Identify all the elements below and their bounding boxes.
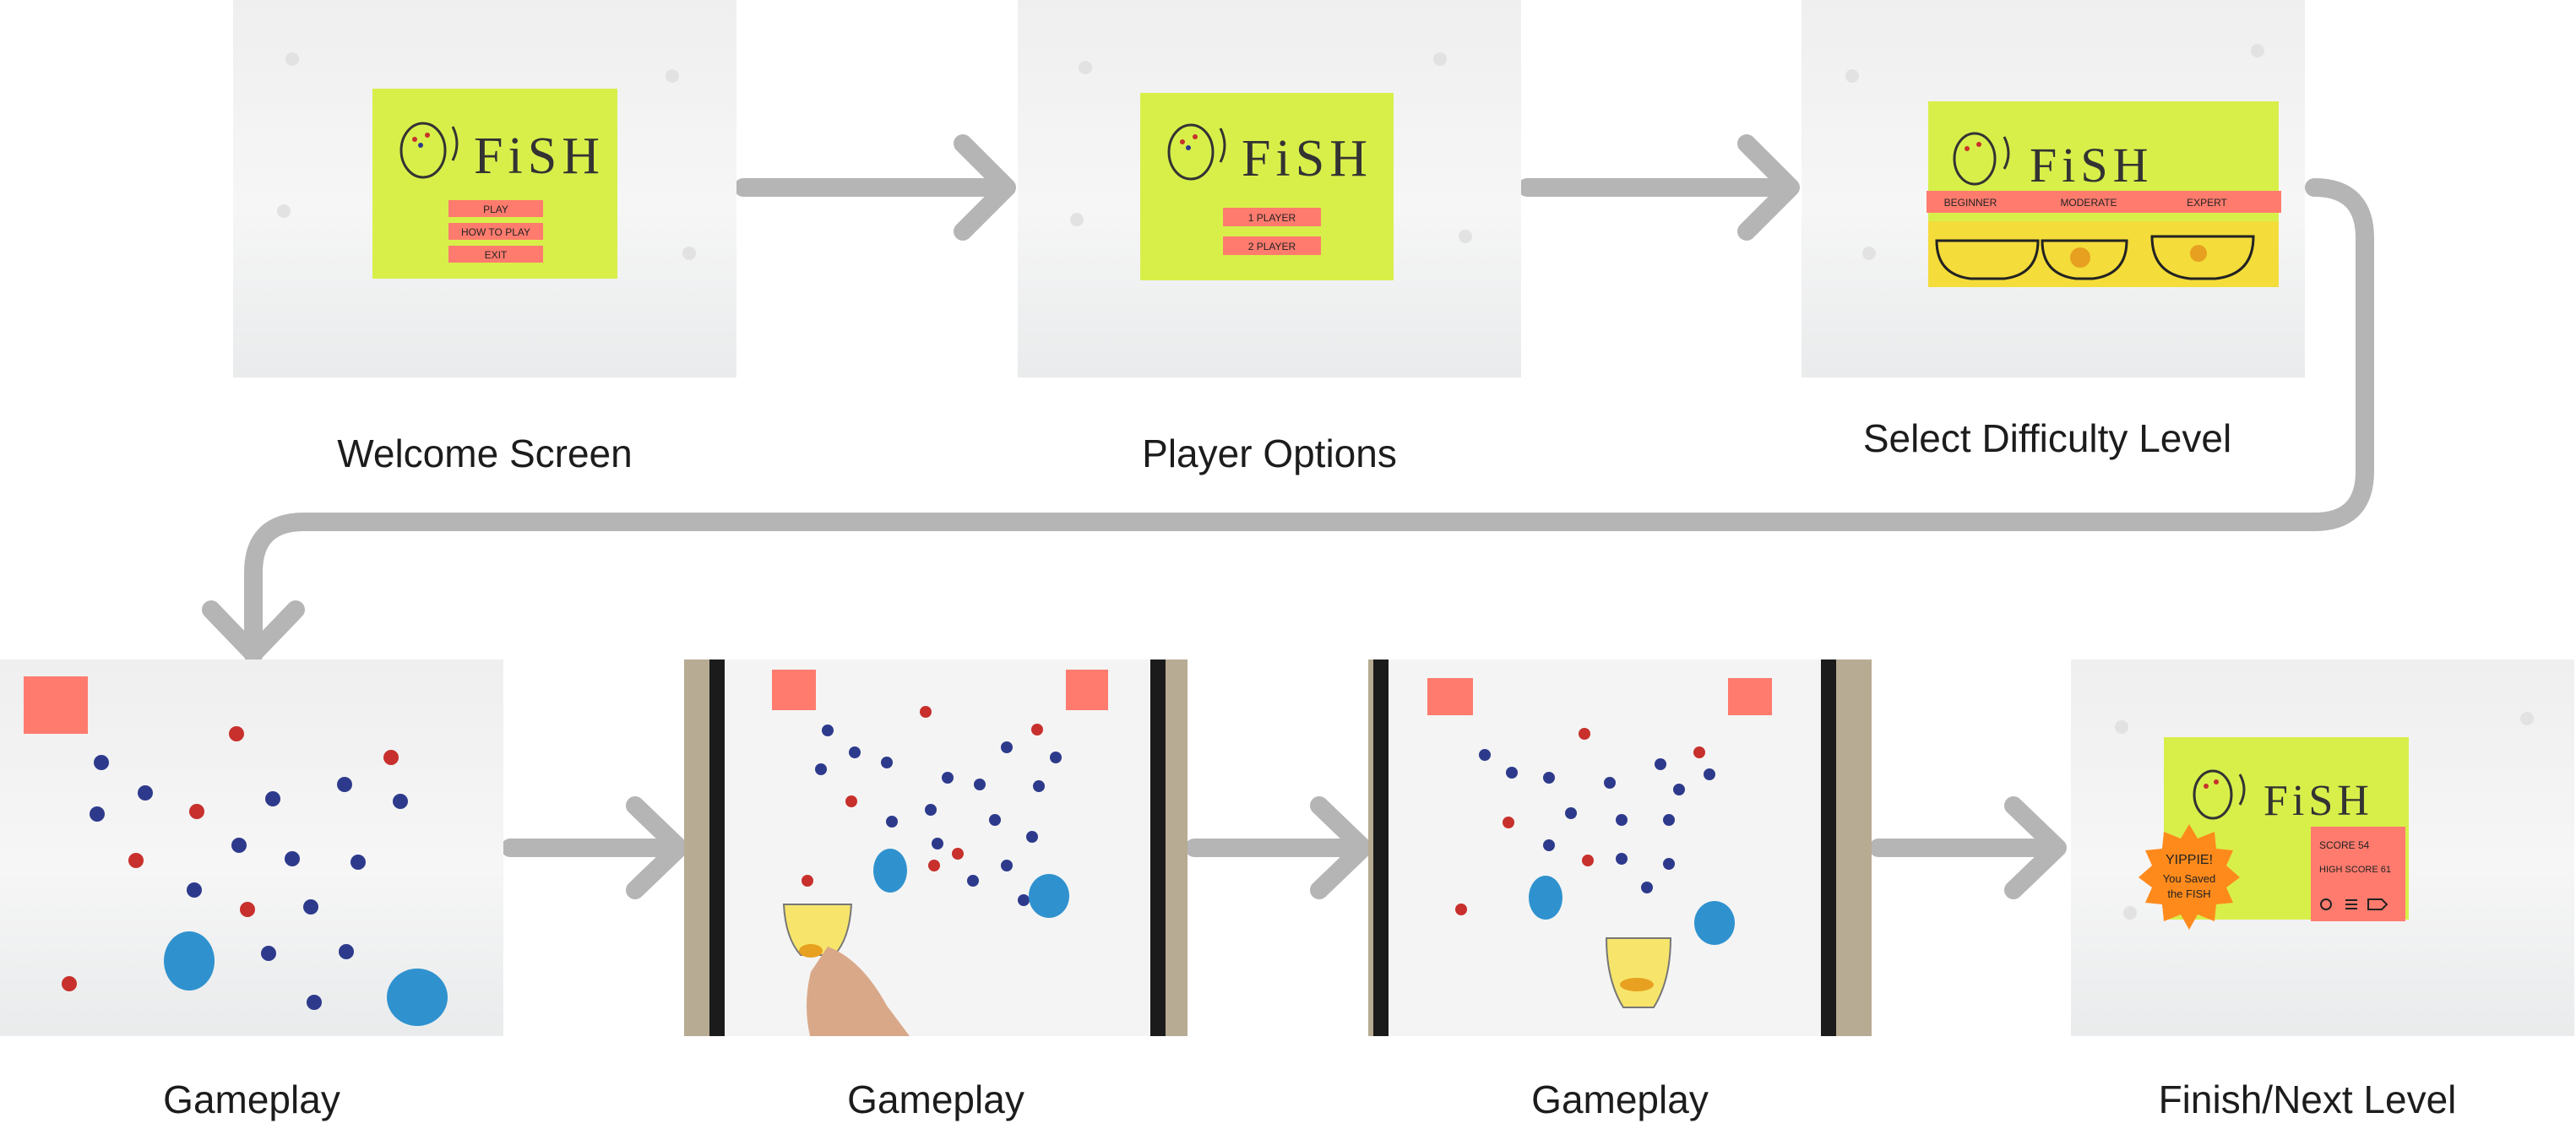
one-player-button-label: 1 PLAYER	[1248, 212, 1296, 224]
yellow-bowl	[1605, 937, 1672, 1008]
caption-finish-next-level: Finish/Next Level	[2158, 1077, 2457, 1121]
difficulty-label-strip	[1927, 191, 2281, 213]
replay-icon	[2320, 898, 2332, 910]
score-text: SCORE 54	[2319, 839, 2370, 851]
two-player-button-label: 2 PLAYER	[1248, 241, 1296, 252]
finish-photo: FiSH YIPPIE! You Saved the FISH SCORE 54…	[2071, 659, 2574, 1036]
arrow-gameplay3-to-finish	[1869, 796, 2067, 899]
gameplay-sticky-right	[1066, 670, 1108, 710]
welcome-screen-photo: FiSH PLAY HOW TO PLAY EXIT	[233, 0, 736, 377]
fish-logo-icon	[2193, 769, 2246, 820]
finish-message-line-1: YIPPIE!	[2166, 853, 2213, 867]
blue-puck	[387, 969, 448, 1026]
gameplay-photo-1	[0, 659, 503, 1036]
yippie-burst	[2139, 824, 2240, 930]
play-button	[448, 200, 543, 217]
gameplay-photo-2	[684, 659, 1187, 1036]
fishbowl-icons	[1935, 235, 2255, 280]
arrow-welcome-to-players	[734, 134, 1016, 241]
gameplay-photo-3	[1368, 659, 1872, 1036]
exit-button-label: EXIT	[485, 249, 508, 261]
how-to-play-button-label: HOW TO PLAY	[461, 226, 530, 238]
red-dots	[62, 726, 399, 991]
arrow-gameplay2-to-gameplay3	[1185, 796, 1372, 899]
difficulty-game-title: FiSH	[2030, 138, 2154, 193]
fish-logo-icon	[1167, 123, 1226, 181]
beginner-option-label: BEGINNER	[1944, 197, 1997, 209]
arrow-players-to-difficulty	[1518, 134, 1800, 241]
how-to-play-button	[448, 223, 543, 240]
score-panel	[2311, 827, 2405, 921]
one-player-button	[1223, 208, 1321, 226]
players-game-title: FiSH	[1242, 130, 1372, 187]
caption-gameplay-2: Gameplay	[847, 1077, 1024, 1121]
caption-gameplay-3: Gameplay	[1531, 1077, 1709, 1121]
player-hand	[807, 947, 910, 1036]
play-button-label: PLAY	[483, 204, 508, 215]
finish-message-line-3: the FISH	[2167, 887, 2210, 900]
caption-player-options: Player Options	[1142, 432, 1397, 475]
expert-option-label: EXPERT	[2187, 197, 2227, 209]
caption-select-difficulty: Select Difficulty Level	[1862, 416, 2232, 460]
moderate-option-label: MODERATE	[2060, 197, 2117, 209]
fish-logo-icon	[1953, 132, 2010, 186]
arrow-gameplay1-to-gameplay2	[501, 796, 688, 899]
fish-logo-icon	[399, 122, 459, 179]
caption-welcome-screen: Welcome Screen	[337, 432, 633, 475]
next-icon	[2367, 898, 2389, 910]
caption-gameplay-1: Gameplay	[163, 1077, 340, 1121]
menu-icon	[2345, 899, 2357, 909]
high-score-text: HIGH SCORE 61	[2319, 865, 2391, 875]
blue-puck	[164, 931, 215, 991]
welcome-game-title: FiSH	[474, 128, 605, 185]
two-player-button	[1223, 236, 1321, 255]
finish-message-line-2: You Saved	[2163, 872, 2215, 885]
player-options-photo: FiSH 1 PLAYER 2 PLAYER	[1018, 0, 1521, 377]
gameplay-sticky-left	[24, 676, 88, 734]
finish-game-title: FiSH	[2264, 777, 2373, 825]
exit-button	[448, 246, 543, 263]
gameplay-sticky-right	[1728, 678, 1772, 715]
blue-dots	[90, 755, 408, 1010]
gameplay-sticky-left	[772, 670, 816, 710]
gameplay-sticky-left	[1427, 678, 1473, 715]
difficulty-photo: FiSH BEGINNER MODERATE EXPERT	[1802, 0, 2305, 377]
